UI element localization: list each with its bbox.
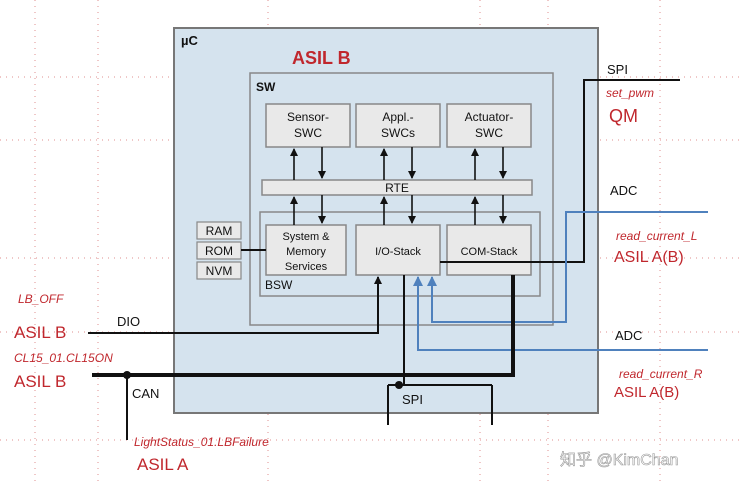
system-label-3: Services	[285, 261, 328, 273]
can-bus-line	[92, 275, 515, 377]
spi-top-label: SPI	[607, 62, 628, 77]
rte-label: RTE	[385, 181, 409, 195]
nvm-label: NVM	[206, 264, 233, 278]
actuator-swc-label-1: Actuator-	[465, 110, 514, 124]
appl-swc-label-1: Appl.-	[382, 110, 413, 124]
asil-a-label: ASIL A	[137, 455, 189, 474]
read-current-l-label: read_current_L	[616, 229, 697, 243]
com-stack-label: COM-Stack	[461, 246, 518, 258]
asil-b-2-label: ASIL B	[14, 372, 66, 391]
lightstatus-label: LightStatus_01.LBFailure	[134, 435, 269, 449]
nvm-box	[196, 261, 242, 280]
spi-pwm-line	[440, 79, 680, 263]
ram-box	[196, 221, 242, 240]
rte-bar	[261, 179, 533, 196]
adc-top-label: ADC	[610, 183, 637, 198]
bsw-box	[259, 211, 541, 297]
adc-right-line	[413, 276, 708, 351]
adc-left-line	[427, 211, 708, 323]
watermark: 知乎 @KimChan	[560, 451, 679, 469]
bsw-label: BSW	[265, 278, 293, 292]
cl15-label: CL15_01.CL15ON	[14, 351, 113, 365]
can-label: CAN	[132, 386, 159, 401]
qm-label: QM	[609, 106, 638, 126]
interface-arrows	[290, 147, 507, 225]
sw-box	[249, 72, 554, 326]
system-label-1: System &	[282, 231, 330, 243]
ram-label: RAM	[206, 224, 233, 238]
asil-ab-1-label: ASIL A(B)	[614, 249, 684, 266]
sensor-swc-label-1: Sensor-	[287, 110, 329, 124]
lb-off-label: LB_OFF	[18, 292, 64, 306]
sw-label: SW	[256, 80, 276, 94]
appl-swc-label-2: SWCs	[381, 126, 415, 140]
spi-bottom-label: SPI	[402, 392, 423, 407]
set-pwm-label: set_pwm	[606, 86, 654, 100]
uc-label: µC	[181, 33, 198, 48]
dio-label: DIO	[117, 314, 140, 329]
com-stack-box	[446, 224, 532, 276]
appl-swc-box	[355, 103, 441, 148]
rom-label: ROM	[205, 244, 233, 258]
actuator-swc-label-2: SWC	[475, 126, 503, 140]
system-memory-services-box	[265, 224, 347, 276]
dio-line	[88, 276, 382, 334]
read-current-r-label: read_current_R	[619, 367, 703, 381]
io-stack-box	[355, 224, 441, 276]
asil-b-1-label: ASIL B	[14, 323, 66, 342]
microcontroller-box	[173, 27, 599, 414]
asil-ab-2-label: ASIL A(B)	[614, 384, 679, 401]
sensor-swc-label-2: SWC	[294, 126, 322, 140]
system-label-2: Memory	[286, 246, 326, 258]
sensor-swc-box	[265, 103, 351, 148]
adc-bottom-label: ADC	[615, 328, 642, 343]
io-stack-label: I/O-Stack	[375, 246, 421, 258]
spi-junction	[395, 381, 403, 389]
asil-b-main-label: ASIL B	[292, 48, 351, 68]
actuator-swc-box	[446, 103, 532, 148]
